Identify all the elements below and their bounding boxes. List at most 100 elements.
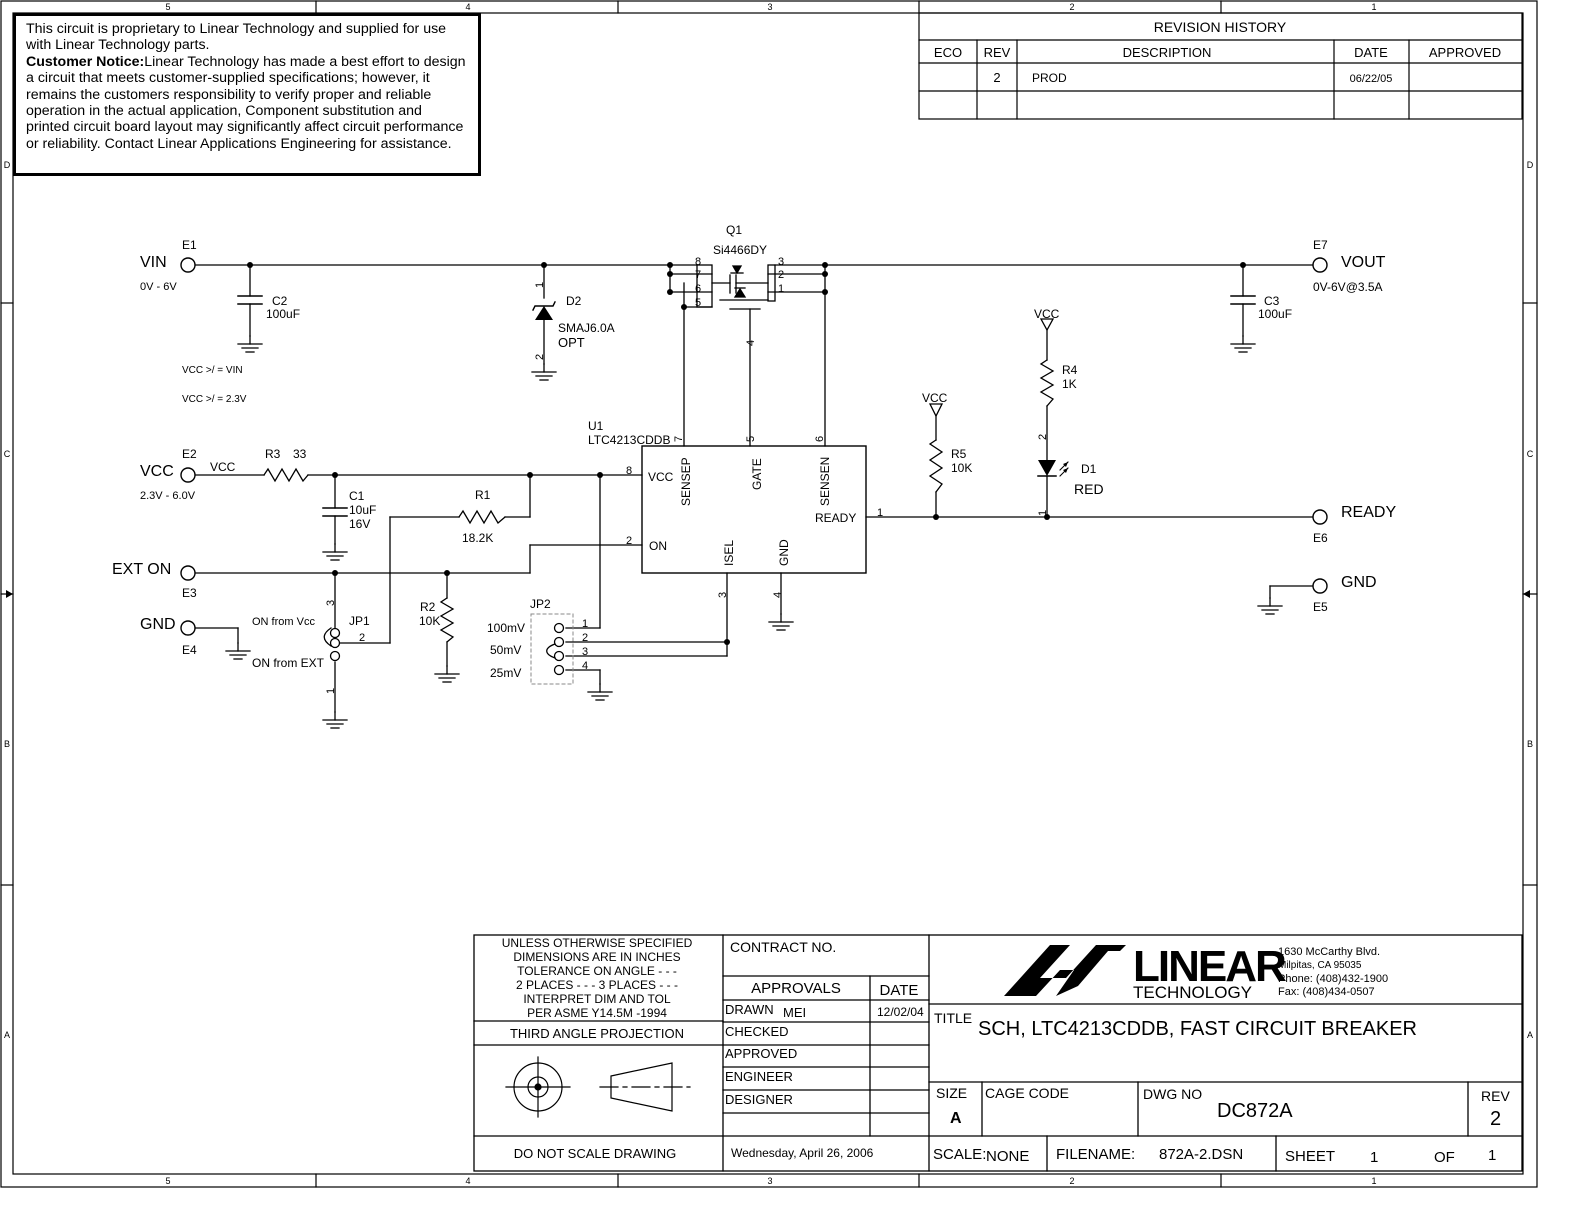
svg-text:6: 6 xyxy=(695,283,701,295)
svg-text:VCC >/ = 2.3V: VCC >/ = 2.3V xyxy=(182,394,247,405)
ground-d2 xyxy=(531,363,557,381)
ground-r2 xyxy=(434,665,460,683)
svg-text:1: 1 xyxy=(325,688,337,694)
svg-text:B: B xyxy=(4,739,10,749)
gnd-right-label: GND xyxy=(1341,574,1377,591)
svg-text:1630 McCarthy Blvd.: 1630 McCarthy Blvd. xyxy=(1278,946,1380,958)
revision-description-value: PROD xyxy=(1032,71,1067,85)
spec-notes: UNLESS OTHERWISE SPECIFIED DIMENSIONS AR… xyxy=(502,936,693,1161)
svg-text:APPROVED: APPROVED xyxy=(725,1046,797,1061)
svg-text:DESCRIPTION: DESCRIPTION xyxy=(1123,45,1212,60)
svg-text:E2: E2 xyxy=(182,447,197,461)
svg-text:SENSEP: SENSEP xyxy=(679,457,693,506)
svg-text:E5: E5 xyxy=(1313,600,1328,614)
svg-text:872A-2.DSN: 872A-2.DSN xyxy=(1159,1146,1243,1163)
svg-text:DO NOT SCALE DRAWING: DO NOT SCALE DRAWING xyxy=(514,1146,677,1161)
svg-text:U1: U1 xyxy=(588,419,604,433)
svg-text:1: 1 xyxy=(877,507,883,519)
terminal-e1[interactable] xyxy=(180,257,196,273)
svg-text:TOLERANCE ON ANGLE - - -: TOLERANCE ON ANGLE - - - xyxy=(517,964,677,978)
jumper-jp2[interactable] xyxy=(530,613,574,685)
svg-text:VCC: VCC xyxy=(922,391,948,405)
svg-text:R4: R4 xyxy=(1062,363,1078,377)
svg-text:A: A xyxy=(950,1110,962,1127)
svg-text:5: 5 xyxy=(165,1176,170,1186)
svg-text:0V-6V@3.5A: 0V-6V@3.5A xyxy=(1313,280,1383,294)
svg-text:SMAJ6.0A: SMAJ6.0A xyxy=(558,321,615,335)
svg-text:16V: 16V xyxy=(349,517,370,531)
svg-text:12/02/04: 12/02/04 xyxy=(877,1005,924,1019)
svg-text:1: 1 xyxy=(1370,1149,1378,1166)
svg-text:1: 1 xyxy=(1488,1147,1496,1164)
terminal-e4[interactable] xyxy=(180,620,196,636)
ground-jp2 xyxy=(587,683,613,701)
svg-text:RED: RED xyxy=(1074,481,1104,497)
ready-label: READY xyxy=(1341,504,1396,521)
svg-text:UNLESS OTHERWISE SPECIFIED: UNLESS OTHERWISE SPECIFIED xyxy=(502,936,693,950)
svg-text:ECO: ECO xyxy=(934,45,962,60)
terminal-e7[interactable] xyxy=(1312,257,1328,273)
svg-text:100uF: 100uF xyxy=(266,307,300,321)
svg-text:CONTRACT NO.: CONTRACT NO. xyxy=(730,939,836,955)
terminal-e2[interactable] xyxy=(180,467,196,483)
svg-text:25mV: 25mV xyxy=(490,666,521,680)
terminal-e6[interactable] xyxy=(1312,509,1328,525)
svg-text:4: 4 xyxy=(465,1176,470,1186)
svg-text:7: 7 xyxy=(695,269,701,281)
svg-text:2 PLACES - - - 3 PLACES - -: 2 PLACES - - - 3 PLACES - - - xyxy=(516,978,678,992)
svg-text:6: 6 xyxy=(814,436,826,442)
svg-text:1: 1 xyxy=(1371,2,1376,12)
svg-text:1: 1 xyxy=(1371,1176,1376,1186)
svg-text:DWG NO: DWG NO xyxy=(1143,1086,1202,1102)
svg-text:1: 1 xyxy=(1037,510,1049,516)
svg-text:18.2K: 18.2K xyxy=(462,531,493,545)
svg-text:2: 2 xyxy=(1069,1176,1074,1186)
vout-label: VOUT xyxy=(1341,254,1386,271)
svg-text:D: D xyxy=(4,160,11,170)
svg-text:2: 2 xyxy=(534,354,546,360)
notice-body: Linear Technology has made a best effort… xyxy=(26,53,466,152)
svg-text:Si4466DY: Si4466DY xyxy=(713,243,767,257)
jumper-jp1[interactable] xyxy=(323,627,341,662)
svg-text:C: C xyxy=(4,449,11,459)
ground-e4 xyxy=(225,642,251,660)
svg-text:TITLE: TITLE xyxy=(934,1010,972,1026)
terminal-e3[interactable] xyxy=(180,565,196,581)
svg-text:APPROVED: APPROVED xyxy=(1429,45,1501,60)
mosfet-q1 xyxy=(696,264,776,310)
svg-text:4: 4 xyxy=(465,2,470,12)
svg-text:E4: E4 xyxy=(182,643,197,657)
svg-text:VCC >/ = VIN: VCC >/ = VIN xyxy=(182,365,243,376)
svg-text:D1: D1 xyxy=(1081,462,1097,476)
vcc-arrow-r4 xyxy=(1039,318,1055,332)
terminal-e5[interactable] xyxy=(1312,578,1328,594)
svg-text:GATE: GATE xyxy=(750,458,764,490)
svg-text:MEI: MEI xyxy=(783,1005,806,1020)
customer-notice-box: This circuit is proprietary to Linear Te… xyxy=(13,13,481,176)
svg-text:5: 5 xyxy=(165,2,170,12)
resistor-r3 xyxy=(263,467,309,483)
svg-text:ON: ON xyxy=(649,539,667,553)
svg-text:1: 1 xyxy=(534,282,546,288)
svg-text:VCC: VCC xyxy=(210,460,236,474)
svg-text:TECHNOLOGY: TECHNOLOGY xyxy=(1133,983,1252,1002)
svg-text:ON from Vcc: ON from Vcc xyxy=(252,616,315,628)
svg-text:CAGE CODE: CAGE CODE xyxy=(985,1085,1069,1101)
svg-text:CHECKED: CHECKED xyxy=(725,1024,789,1039)
svg-text:C1: C1 xyxy=(349,489,365,503)
svg-text:100uF: 100uF xyxy=(1258,307,1292,321)
svg-text:50mV: 50mV xyxy=(490,643,521,657)
ground-e5 xyxy=(1257,597,1283,615)
svg-text:SHEET: SHEET xyxy=(1285,1148,1335,1165)
svg-text:5: 5 xyxy=(745,436,757,442)
vcc-label: VCC xyxy=(140,463,174,480)
svg-text:E3: E3 xyxy=(182,586,197,600)
vin-label: VIN xyxy=(140,254,167,271)
svg-text:0V - 6V: 0V - 6V xyxy=(140,281,177,293)
ic-u1-body xyxy=(641,445,867,574)
svg-text:1K: 1K xyxy=(1062,377,1077,391)
svg-text:DATE: DATE xyxy=(1354,45,1388,60)
svg-text:4: 4 xyxy=(582,660,588,672)
svg-text:5: 5 xyxy=(695,297,701,309)
